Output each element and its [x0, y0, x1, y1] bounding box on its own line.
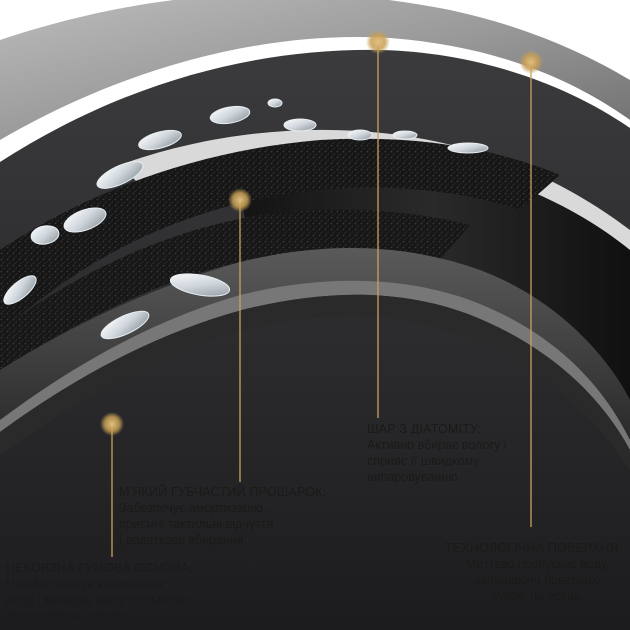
water-droplet	[169, 273, 231, 297]
water-droplet	[347, 129, 373, 141]
tech-surface-title: ТЕХНОЛОГІЧНА ПОВЕРХНЯ:	[445, 541, 623, 555]
foam-layer-title: М'ЯКИЙ ГУБЧАСТИЙ ПРОШАРОК:	[119, 485, 327, 499]
water-droplet	[100, 310, 150, 340]
water-droplet	[96, 161, 144, 189]
water-droplet	[447, 142, 489, 154]
diatomite-title: ШАР З ДІАТОМІТУ:	[367, 422, 482, 436]
water-droplet	[267, 98, 283, 108]
water-droplet	[63, 207, 107, 233]
diatomite-callout-dot	[366, 30, 390, 54]
water-droplets	[3, 98, 489, 340]
inner-cavity	[230, 132, 630, 440]
rubber-callout-dot	[100, 412, 124, 436]
callout-dots	[100, 30, 543, 436]
tech-surface-description: Миттєво пропускає воду, залишаючи поверх…	[465, 557, 610, 603]
water-droplet	[30, 225, 60, 245]
top-surface-layer	[0, 0, 630, 140]
water-droplet	[283, 118, 317, 132]
rubber-base-description: Надійно фіксує килимок на місці і захища…	[6, 577, 189, 623]
rubber-base-layer	[0, 248, 630, 440]
foam-layer	[0, 138, 560, 330]
water-droplet	[209, 105, 251, 125]
rubber-texture	[0, 294, 630, 470]
rubber-base-title: НЕКОВЗНА ГУМОВА ОСНОВА:	[6, 561, 193, 575]
rubber-base-callout: НЕКОВЗНА ГУМОВА ОСНОВА: Надійно фіксує к…	[6, 560, 241, 624]
diatomite-description: Активно вбирає вологу і сприяє її швидко…	[367, 438, 507, 484]
foam-layer-description: Забезпечує амортизацію, приємні тактильн…	[119, 501, 274, 547]
tech-surface-callout: ТЕХНОЛОГІЧНА ПОВЕРХНЯ: Миттєво пропускає…	[445, 540, 630, 604]
water-droplet	[138, 129, 182, 151]
water-droplet	[3, 275, 37, 305]
foam-callout-dot	[228, 188, 252, 212]
callout-lines	[111, 42, 532, 557]
diatomite-callout: ШАР З ДІАТОМІТУ: Активно вбирає вологу і…	[367, 421, 537, 485]
foam-layer-callout: М'ЯКИЙ ГУБЧАСТИЙ ПРОШАРОК: Забезпечує ам…	[119, 484, 349, 548]
water-droplet	[392, 130, 418, 140]
tech-surface-callout-dot	[519, 50, 543, 74]
